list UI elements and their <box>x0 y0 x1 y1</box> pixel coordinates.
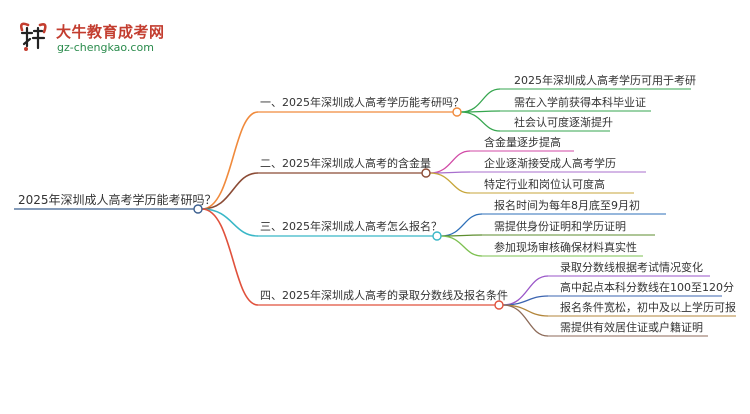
branch-2-connector-dot <box>421 168 431 178</box>
branch-3: 三、2025年深圳成人高考怎么报名？ 报名时间为每年8月底至9月初 需提供身份证… <box>258 198 666 257</box>
branch-1-child-2-label: 需在入学前获得本科毕业证 <box>514 95 646 109</box>
branch-3-child-2-label: 需提供身份证明和学历证明 <box>494 219 626 233</box>
branch-2-child-3-label: 特定行业和岗位认可度高 <box>484 177 605 191</box>
branch-3-connector-dot <box>432 231 442 241</box>
branch-1: 一、2025年深圳成人高考学历能考研吗？ 2025年深圳成人高考学历可用于考研 … <box>258 73 696 132</box>
branch-2-to-child-1-connector <box>429 150 471 174</box>
branch-2-child-1-label: 含金量逐步提高 <box>484 135 561 149</box>
branch-2: 二、2025年深圳成人高考的含金量 含金量逐步提高 企业逐渐接受成人高考学历 特… <box>258 135 646 194</box>
branch-1-connector-dot <box>452 107 462 117</box>
root-to-branch-4-connector <box>201 208 259 306</box>
branch-1-child-1-label: 2025年深圳成人高考学历可用于考研 <box>514 73 696 87</box>
branch-1-label: 一、2025年深圳成人高考学历能考研吗？ <box>260 95 464 109</box>
branch-3-child-3-label: 参加现场审核确保材料真实性 <box>494 240 637 254</box>
branch-4-child-1-label: 录取分数线根据考试情况变化 <box>560 260 703 274</box>
root-node: 2025年深圳成人高考学历能考研吗？ <box>14 192 217 214</box>
branch-4-label: 四、2025年深圳成人高考的录取分数线及报名条件 <box>260 288 508 302</box>
branch-1-to-child-3-connector <box>460 111 501 132</box>
root-to-branch-1-connector <box>201 111 259 210</box>
bull-logo-icon <box>19 22 47 51</box>
branch-2-to-child-3-connector <box>429 172 471 194</box>
branch-4-to-child-4-connector <box>502 304 549 337</box>
branch-2-label: 二、2025年深圳成人高考的含金量 <box>260 156 431 170</box>
branch-2-child-2-label: 企业逐渐接受成人高考学历 <box>484 156 616 170</box>
branch-3-child-1-label: 报名时间为每年8月底至9月初 <box>494 198 640 212</box>
root-to-branch-3-connector <box>201 208 259 237</box>
branch-4: 四、2025年深圳成人高考的录取分数线及报名条件 录取分数线根据考试情况变化 高… <box>258 260 736 337</box>
branch-1-to-child-1-connector <box>460 88 501 113</box>
root-to-branch-2-connector <box>201 172 259 210</box>
branch-4-connector-dot <box>494 300 504 310</box>
branch-4-child-4-label: 需提供有效居住证或户籍证明 <box>560 320 703 334</box>
branch-3-label: 三、2025年深圳成人高考怎么报名？ <box>260 219 442 233</box>
branch-1-child-3-label: 社会认可度逐渐提升 <box>514 115 613 129</box>
root-connector-dot <box>193 204 203 214</box>
branch-4-child-2-label: 高中起点本科分数线在100至120分 <box>560 280 734 294</box>
brand-url[interactable]: gz-chengkao.com <box>57 41 154 54</box>
brand-logo: 大牛教育成考网 gz-chengkao.com <box>14 18 184 60</box>
branch-4-child-3-label: 报名条件宽松，初中及以上学历可报 <box>560 300 736 314</box>
brand-name: 大牛教育成考网 <box>56 23 165 41</box>
branch-3-to-child-1-connector <box>440 213 483 237</box>
root-label: 2025年深圳成人高考学历能考研吗？ <box>18 192 217 207</box>
branch-3-to-child-3-connector <box>440 235 483 257</box>
branch-4-to-child-3-connector <box>502 304 549 317</box>
